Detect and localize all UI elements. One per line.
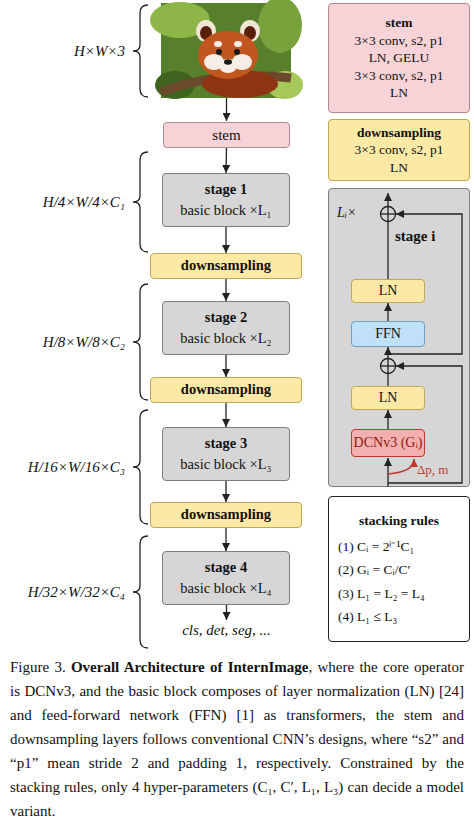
box-text: LN (390, 159, 408, 177)
box-text: (3) L₁ = L₂ = L₄ (338, 582, 425, 606)
flow-arrow (225, 148, 227, 173)
stem-box: stem (163, 122, 290, 148)
downsampling-box: downsampling (150, 253, 302, 279)
flow-arrow (225, 279, 226, 301)
dimension-label: H/4×W/4×C₁ (5, 193, 125, 211)
box-heading: LN (379, 390, 398, 407)
box-heading: stem (386, 14, 413, 32)
box-heading: stem (212, 126, 240, 144)
stage-box: stage 3basic block ×L₃ (162, 427, 290, 481)
flow-arrow (225, 528, 226, 551)
dimension-label: H/16×W/16×C₃ (5, 458, 125, 476)
box-text: basic block ×L₁ (180, 200, 271, 221)
box-heading: downsampling (181, 381, 271, 398)
size-braces (133, 5, 148, 648)
box-heading: stage i (395, 227, 435, 245)
box-heading: stage 3 (205, 433, 247, 454)
box-heading: stage 2 (205, 307, 247, 328)
flow-arrow (225, 227, 226, 253)
box-heading: DCNv3 (Gᵢ) (354, 435, 423, 452)
box-heading: stacking rules (359, 509, 439, 533)
box-text: (4) L₁ ≤ L₃ (338, 605, 397, 629)
dimension-label: H/8×W/8×C₂ (5, 333, 125, 351)
caption-part: Figure 3. (10, 659, 71, 675)
flow-arrow (225, 481, 226, 502)
output-tasks-label: cls, det, seg, ... (140, 621, 313, 639)
ffn-box: FFN (351, 321, 425, 347)
red-panda-photo (150, 0, 303, 99)
stage-box: stage 1basic block ×L₁ (162, 173, 290, 227)
box-heading: stage 4 (205, 557, 247, 578)
downsampling-box: downsampling (150, 502, 302, 528)
stem-detail-box: stem3×3 conv, s2, p1LN, GELU3×3 conv, s2… (328, 3, 470, 113)
box-text: (2) Gᵢ = Cᵢ/C′ (338, 558, 410, 582)
offset-label: Δp, m (417, 461, 465, 479)
stage-box: stage 4basic block ×L₄ (162, 551, 290, 605)
box-heading: FFN (375, 326, 401, 343)
box-text: 3×3 conv, s2, p1 (355, 67, 444, 85)
layer-norm-box: LN (351, 279, 425, 303)
box-heading: downsampling (357, 124, 441, 142)
downsampling-box: downsampling (150, 377, 302, 403)
downsampling-detail-box: downsampling3×3 conv, s2, p1LN (328, 119, 470, 181)
flow-arrow (225, 355, 226, 377)
stage-block-box: stage i Lᵢ× LN FFN LN DCNv3 (Gᵢ) (328, 188, 470, 487)
layer-norm-box: LN (351, 386, 425, 410)
box-text: LN, GELU (369, 49, 430, 67)
box-heading: downsampling (181, 257, 271, 274)
caption-part: , where the core operator is DCNv3, and … (10, 659, 464, 819)
dcnv3-box: DCNv3 (Gᵢ) (351, 429, 425, 457)
box-text: 3×3 conv, s2, p1 (355, 32, 444, 50)
stacking-rules-box: stacking rules(1) Cᵢ = 2ⁱ⁻¹C₁(2) Gᵢ = Cᵢ… (328, 496, 470, 642)
dimension-label: H×W×3 (5, 42, 125, 60)
box-text: basic block ×L₃ (180, 454, 271, 475)
box-text: LN (390, 84, 408, 102)
caption-part: Overall Architecture of InternImage (71, 659, 309, 675)
dimension-label: H/32×W/32×C₄ (5, 583, 125, 601)
box-text: 3×3 conv, s2, p1 (355, 141, 444, 159)
box-text: basic block ×L₂ (180, 328, 271, 349)
figure-caption: Figure 3. Overall Architecture of Intern… (10, 655, 464, 823)
box-heading: LN (379, 283, 398, 300)
box-text: Lᵢ× (337, 205, 356, 222)
box-heading: downsampling (181, 506, 271, 523)
box-text: basic block ×L₄ (180, 578, 271, 599)
stage-box: stage 2basic block ×L₂ (162, 301, 290, 355)
box-text: (1) Cᵢ = 2ⁱ⁻¹C₁ (338, 535, 414, 559)
flow-arrow (225, 403, 226, 427)
box-heading: stage 1 (205, 179, 247, 200)
